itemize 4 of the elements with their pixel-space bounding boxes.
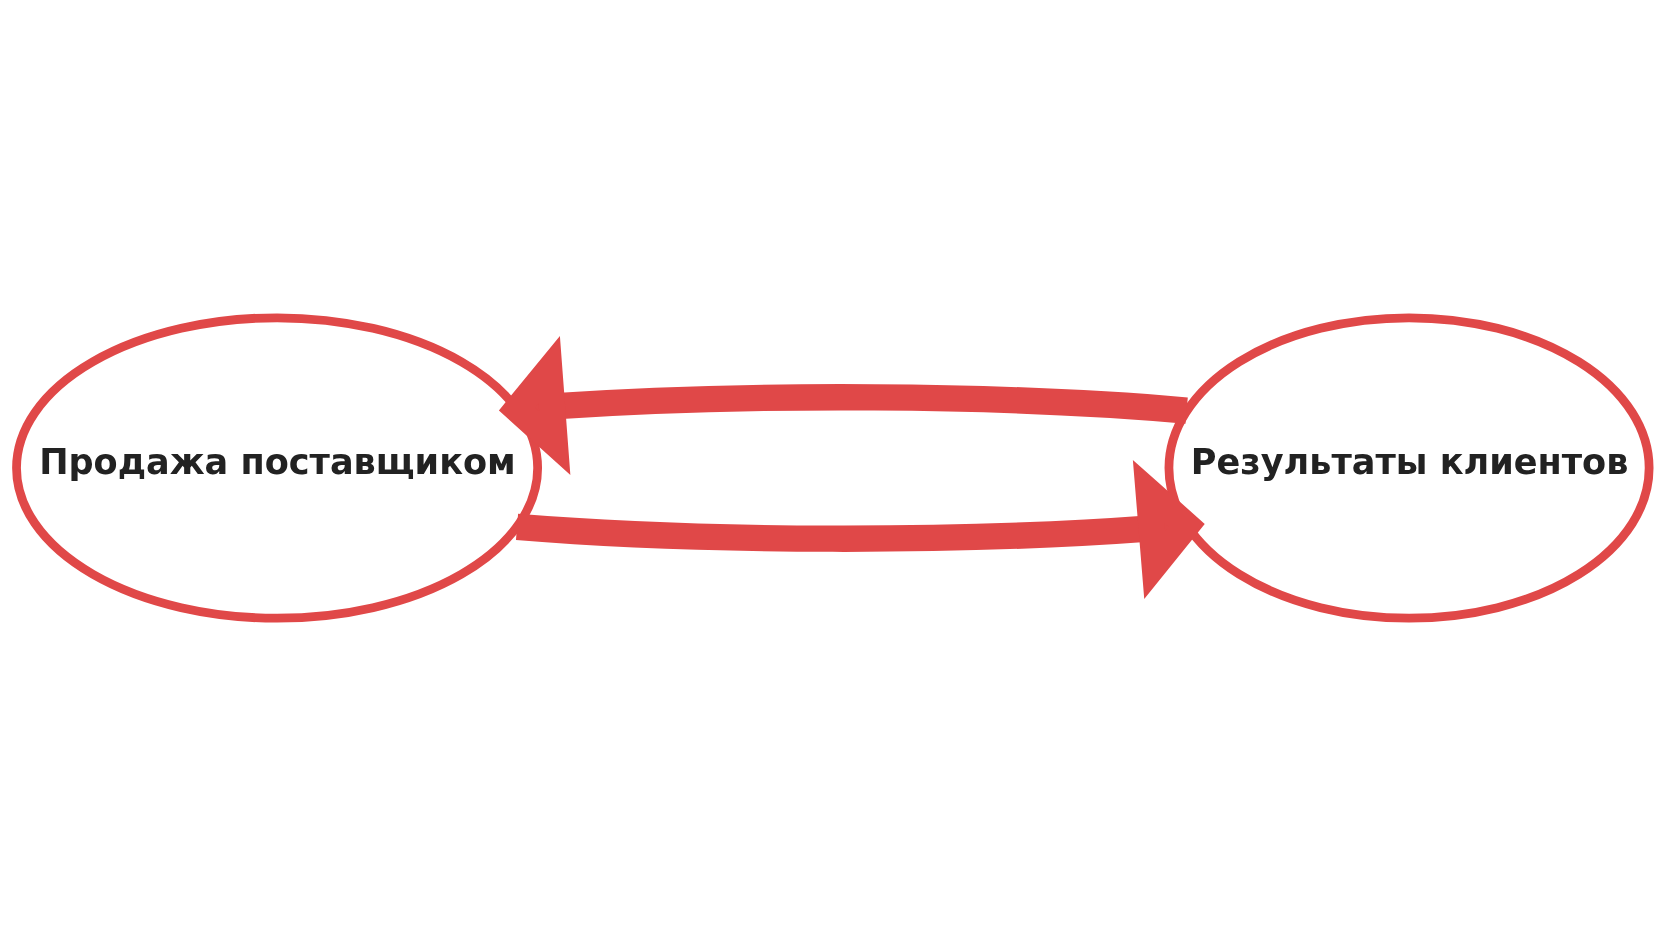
node-ellipse: Результаты клиентов [1164, 313, 1654, 623]
node-ellipse: Продажа поставщиком [12, 313, 543, 623]
arrow [516, 459, 1205, 599]
arrow [498, 335, 1188, 475]
